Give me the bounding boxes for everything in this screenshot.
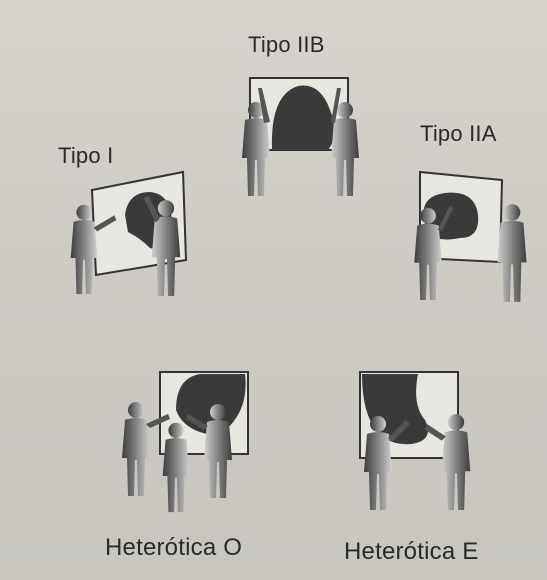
figure-right [331, 88, 359, 196]
label-tipo-iib: Tipo IIB [248, 32, 325, 58]
scene-heterotica-e [360, 372, 470, 510]
scene-tipo-i [71, 172, 186, 296]
scene-heterotica-o [122, 372, 248, 512]
scene-tipo-iia [414, 172, 526, 302]
label-heterotica-e: Heterótica E [344, 538, 478, 566]
label-heterotica-o: Heterótica O [105, 534, 242, 562]
label-tipo-i: Tipo I [58, 143, 113, 169]
figure-left [242, 88, 270, 196]
label-tipo-iia: Tipo IIA [420, 121, 497, 147]
scene-tipo-iib [242, 78, 359, 196]
